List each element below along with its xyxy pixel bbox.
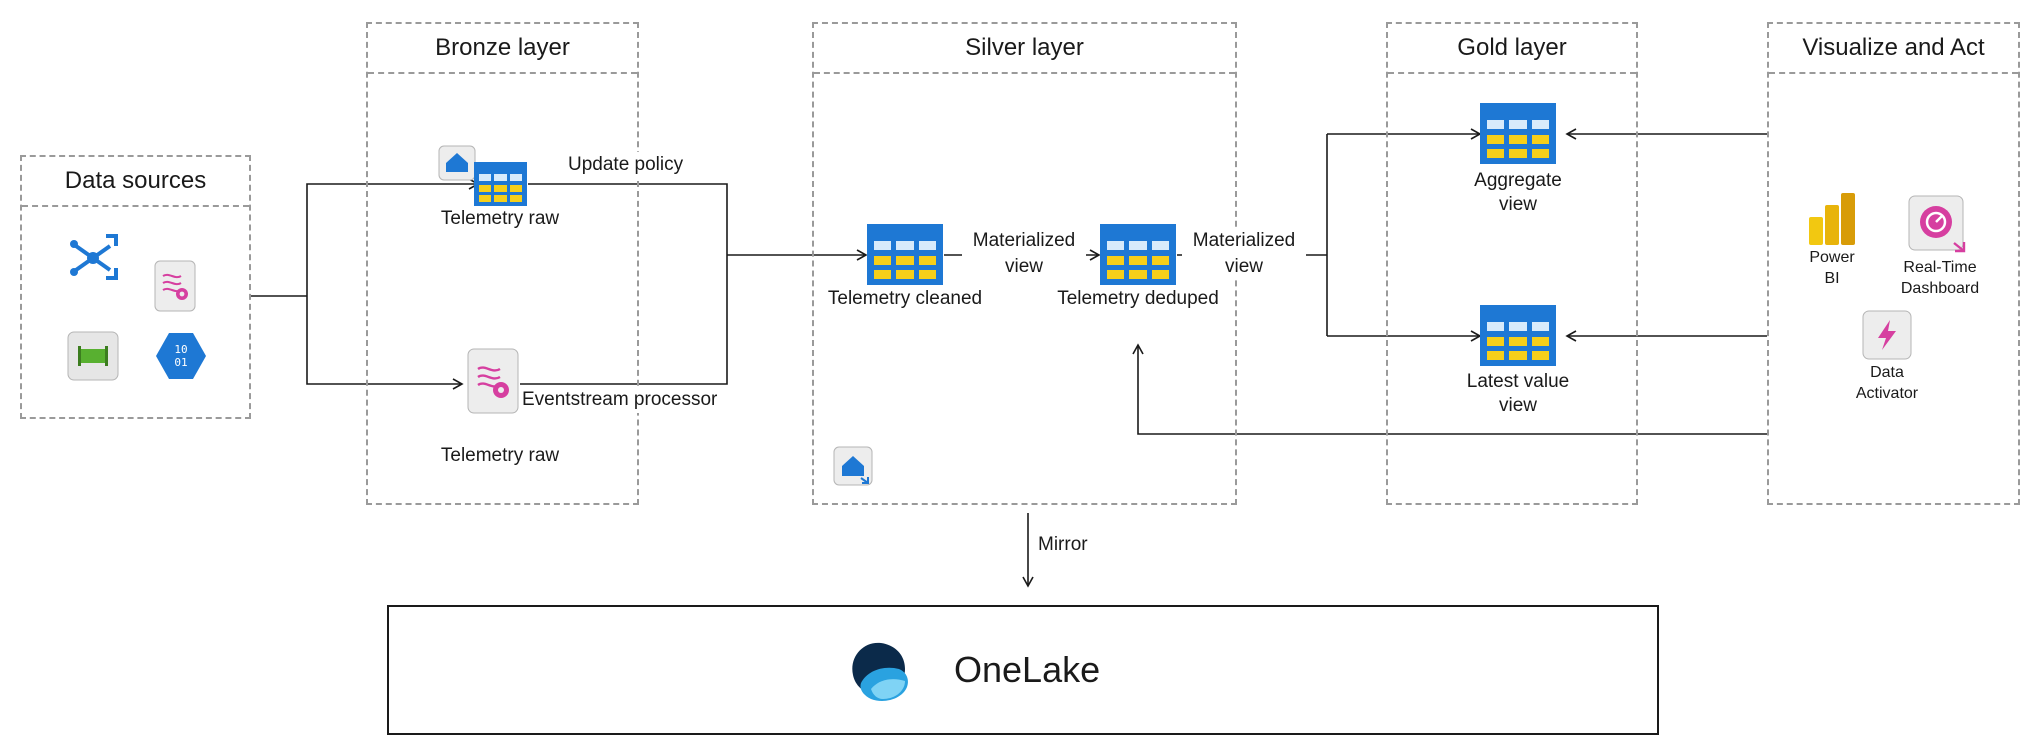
group-header: Silver layer	[814, 24, 1235, 74]
connector-source-icon	[67, 331, 119, 381]
telemetry-deduped-label: Telemetry deduped	[1057, 288, 1219, 309]
onelake-box: OneLake	[387, 605, 1659, 735]
group-bronze: Bronze layer	[366, 22, 639, 505]
real-time-dashboard-icon	[1908, 195, 1966, 253]
eventstream-processor-label: Eventstream processor	[520, 387, 720, 413]
power-bi-label: Power BI	[1809, 249, 1855, 287]
mirror-label: Mirror	[1036, 532, 1090, 558]
eventhouse-icon	[438, 145, 476, 181]
data-activator-icon	[1862, 310, 1912, 360]
svg-text:10: 10	[174, 343, 187, 356]
group-visualize: Visualize and Act	[1767, 22, 2020, 505]
onelake-icon	[852, 642, 908, 701]
table-icon	[1480, 305, 1556, 366]
data-activator-label: Data Activator	[1855, 364, 1919, 402]
table-icon	[1100, 224, 1176, 285]
eventstream-source-icon	[154, 260, 196, 312]
edge-update-policy	[520, 183, 728, 385]
latest-value-view-label: Latest value view	[1466, 371, 1570, 416]
eventstream-processor-icon	[467, 348, 519, 414]
eventhouse-shortcut-icon	[833, 446, 873, 486]
edge-to-telemetry-raw	[306, 178, 480, 296]
svg-text:01: 01	[174, 356, 187, 369]
group-header: Bronze layer	[368, 24, 637, 74]
table-icon	[1480, 103, 1556, 164]
materialized-view-label: Materialized view	[1182, 228, 1306, 280]
real-time-dashboard-label: Real-Time Dashboard	[1900, 259, 1980, 297]
edge-to-eventstream	[306, 296, 464, 390]
group-data-sources: Data sources	[20, 155, 251, 419]
iot-hub-icon: 10 01	[156, 333, 206, 379]
power-bi-icon	[1809, 193, 1855, 245]
table-icon	[867, 224, 943, 285]
table-icon	[474, 162, 527, 206]
group-gold: Gold layer	[1386, 22, 1638, 505]
edge-viz-deduped	[1132, 343, 1767, 435]
group-header: Visualize and Act	[1769, 24, 2018, 74]
onelake-label: OneLake	[954, 649, 1101, 690]
materialized-view-label: Materialized view	[962, 228, 1086, 280]
telemetry-raw-eventstream-label: Telemetry raw	[440, 445, 560, 466]
event-hub-icon	[70, 234, 118, 280]
group-header: Gold layer	[1388, 24, 1636, 74]
group-header: Data sources	[22, 157, 249, 207]
telemetry-raw-table-label: Telemetry raw	[440, 208, 560, 229]
telemetry-cleaned-label: Telemetry cleaned	[827, 288, 983, 309]
update-policy-label: Update policy	[566, 152, 686, 178]
aggregate-view-label: Aggregate view	[1474, 170, 1562, 215]
